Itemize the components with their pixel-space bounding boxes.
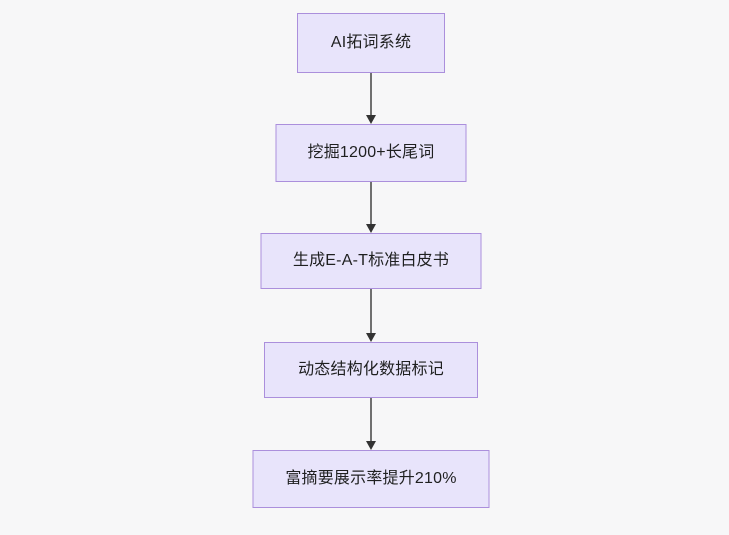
- arrowhead-icon: [366, 115, 376, 124]
- flow-edge-n1-n2: [364, 73, 378, 124]
- flow-node-ai-keyword-system[interactable]: AI拓词系统: [297, 13, 445, 73]
- arrowhead-icon: [366, 333, 376, 342]
- arrowhead-icon: [366, 441, 376, 450]
- flow-edge-n2-n3: [364, 182, 378, 233]
- flow-node-label: 富摘要展示率提升210%: [285, 470, 457, 488]
- flow-node-dynamic-structured-data-markup[interactable]: 动态结构化数据标记: [264, 342, 478, 398]
- flow-node-label: 挖掘1200+长尾词: [307, 144, 435, 162]
- flow-node-label: 生成E-A-T标准白皮书: [292, 252, 450, 270]
- arrowhead-icon: [366, 224, 376, 233]
- flow-edge-n4-n5: [364, 398, 378, 450]
- flow-node-mine-longtail-keywords[interactable]: 挖掘1200+长尾词: [275, 124, 467, 182]
- flow-node-label: 动态结构化数据标记: [298, 361, 444, 379]
- edge-line: [370, 289, 372, 333]
- flow-node-label: AI拓词系统: [330, 34, 412, 52]
- edge-line: [370, 73, 372, 115]
- edge-line: [370, 398, 372, 441]
- flow-edge-n3-n4: [364, 289, 378, 342]
- edge-line: [370, 182, 372, 224]
- flow-node-generate-eat-whitepaper[interactable]: 生成E-A-T标准白皮书: [260, 233, 482, 289]
- flow-node-rich-snippet-impression-lift[interactable]: 富摘要展示率提升210%: [252, 450, 490, 508]
